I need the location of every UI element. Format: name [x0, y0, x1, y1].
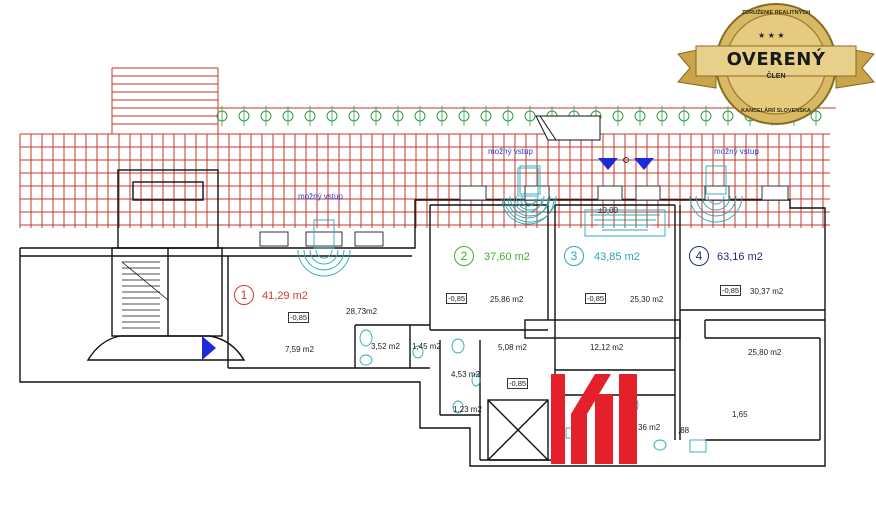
- planter-row: [216, 106, 822, 126]
- room-area: 30,37 m2: [750, 287, 784, 296]
- entrance-steps: [584, 209, 666, 237]
- seal-bottom-text: KANCELÁRIÍ SLOVENSKA: [741, 108, 811, 114]
- room-area: 3,52 m2: [371, 342, 400, 351]
- seal-subtitle: ČLEN: [766, 73, 786, 80]
- room-area: 25,80 m2: [748, 348, 782, 357]
- unit-2-number: 2: [454, 246, 474, 266]
- level-marker: -0,85: [720, 285, 742, 296]
- unit-3-number: 3: [564, 246, 584, 266]
- terrace-access-ramp: [535, 115, 601, 141]
- agency-logo: [551, 374, 637, 464]
- verified-member-seal: ★ ★ ★ ZDRUŽENIE REALITNÝCH OVERENÝ ČLEN …: [676, 2, 876, 127]
- room-area: 5,08 m2: [498, 343, 527, 352]
- level-marker: -0,85: [446, 293, 468, 304]
- terrace-grid: [19, 133, 830, 228]
- room-area: 1,65: [732, 410, 748, 419]
- level-marker: -0,85: [507, 378, 529, 389]
- entry-arrow-markers: [202, 158, 654, 360]
- ground-level-label: ±0,00: [598, 206, 618, 215]
- room-area: 1,23 m2: [453, 405, 482, 414]
- room-area: 36 m2: [638, 423, 661, 432]
- facade-openings: [259, 185, 789, 247]
- possible-entrance-label-1: možný vstup: [298, 192, 343, 201]
- building-walls: [19, 169, 826, 467]
- room-area: 7,59 m2: [285, 345, 314, 354]
- unit-4-area: 63,16 m2: [717, 251, 763, 263]
- unit-1-number: 1: [234, 285, 254, 305]
- seal-top-text: ZDRUŽENIE REALITNÝCH: [741, 10, 811, 16]
- unit-4-number: 4: [689, 246, 709, 266]
- room-area: ,88: [678, 426, 690, 435]
- room-area: 4,53 m2: [451, 370, 480, 379]
- room-area: 12,12 m2: [590, 343, 624, 352]
- stair-steps: [121, 261, 169, 329]
- room-area: 1,45 m2: [412, 342, 441, 351]
- terrace-stairs: [111, 67, 836, 134]
- level-marker: -0,85: [288, 312, 310, 323]
- unit-2-area: 37,60 m2: [484, 251, 530, 263]
- door-swing-arcs: [297, 165, 743, 277]
- level-marker: -0,85: [585, 293, 607, 304]
- possible-entrance-label-3: možný vstup: [714, 147, 759, 156]
- possible-entrance-label-2: možný vstup: [488, 147, 533, 156]
- level-point-marker: [623, 157, 629, 163]
- unit-1-area: 41,29 m2: [262, 290, 308, 302]
- room-area: 28,73m2: [346, 307, 378, 316]
- room-area: 25,86 m2: [490, 295, 524, 304]
- room-area: 25,30 m2: [630, 295, 664, 304]
- svg-text:★ ★ ★: ★ ★ ★: [758, 31, 785, 40]
- seal-title: OVERENÝ: [726, 49, 826, 70]
- unit-3-area: 43,85 m2: [594, 251, 640, 263]
